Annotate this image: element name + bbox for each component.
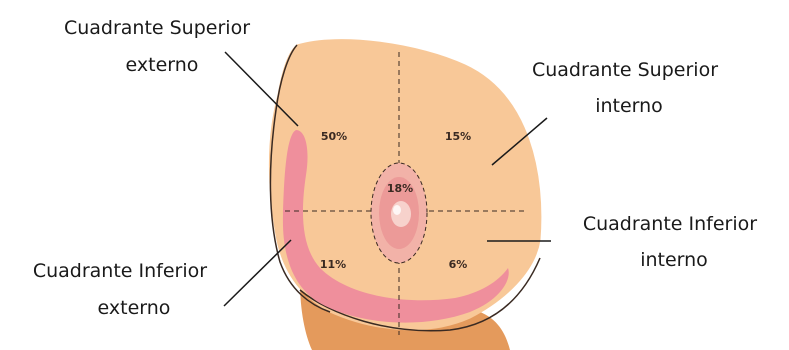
label-upper-outer-line2: externo <box>126 54 199 76</box>
label-upper-outer-line1: Cuadrante Superior <box>64 17 250 39</box>
label-lower-outer-line2: externo <box>98 297 171 319</box>
label-upper-outer: Cuadrante Superior externo <box>64 17 256 76</box>
label-lower-outer: Cuadrante Inferior externo <box>33 260 213 319</box>
upper-outer-percentage: 50% <box>321 130 347 143</box>
label-lower-outer-line1: Cuadrante Inferior <box>33 260 207 282</box>
lower-outer-percentage: 11% <box>320 258 346 271</box>
label-lower-inner-line2: interno <box>640 249 708 271</box>
label-upper-inner-line2: interno <box>595 95 663 117</box>
nipple-highlight <box>393 205 401 215</box>
label-upper-inner: Cuadrante Superior interno <box>532 59 724 117</box>
nipple <box>391 201 411 227</box>
label-lower-inner-line1: Cuadrante Inferior <box>583 213 757 235</box>
upper-inner-percentage: 15% <box>445 130 471 143</box>
leader-line-lower-outer <box>224 240 291 306</box>
lower-inner-percentage: 6% <box>449 258 468 271</box>
label-lower-inner: Cuadrante Inferior interno <box>583 213 763 271</box>
label-upper-inner-line1: Cuadrante Superior <box>532 59 718 81</box>
center-percentage: 18% <box>387 182 413 195</box>
